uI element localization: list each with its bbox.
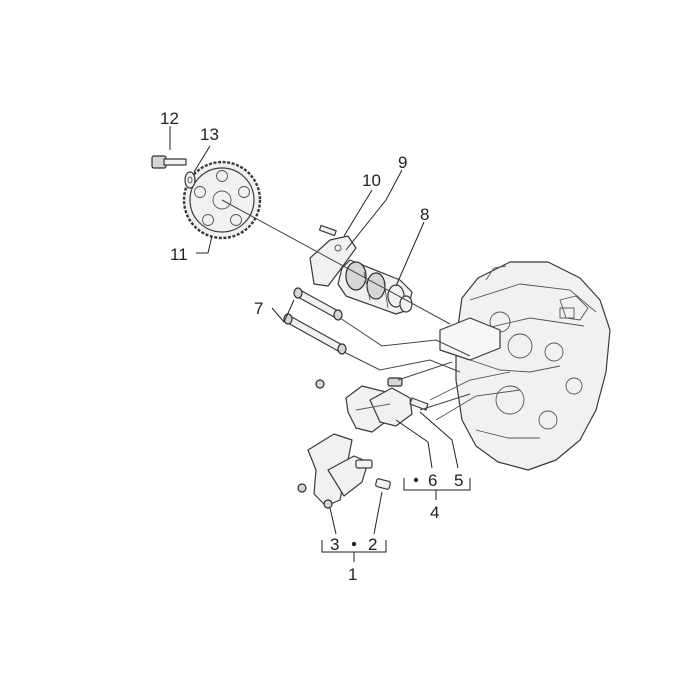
callout-10: 10: [362, 171, 381, 190]
callout-9: 9: [398, 153, 407, 172]
callout-4: 4: [430, 503, 439, 522]
callout-12: 12: [160, 109, 179, 128]
sprocket-bolt: [151, 155, 187, 169]
callout-13: 13: [200, 125, 219, 144]
callout-1: 1: [348, 565, 357, 584]
callout-4-dot: [413, 477, 419, 483]
callout-8: 8: [420, 205, 429, 224]
pushrod-upper: [293, 287, 343, 321]
upper-rocker-arms: [315, 377, 429, 433]
callout-5: 5: [454, 471, 463, 490]
callout-7: 7: [254, 299, 263, 318]
camshaft-sprocket: [182, 160, 262, 240]
lower-rocker-arms: [297, 433, 391, 509]
sprocket-washer: [184, 171, 196, 189]
callout-3: 3: [330, 535, 339, 554]
callout-2: 2: [368, 535, 377, 554]
callout-11: 11: [170, 245, 188, 264]
callout-6: 6: [428, 471, 437, 490]
cylinder-head: [429, 261, 611, 471]
camshaft-plate: [309, 235, 357, 287]
leader-lines: [169, 126, 471, 562]
callout-1-dot: [351, 541, 357, 547]
plate-bolt: [318, 224, 337, 237]
camshaft: [337, 259, 413, 315]
